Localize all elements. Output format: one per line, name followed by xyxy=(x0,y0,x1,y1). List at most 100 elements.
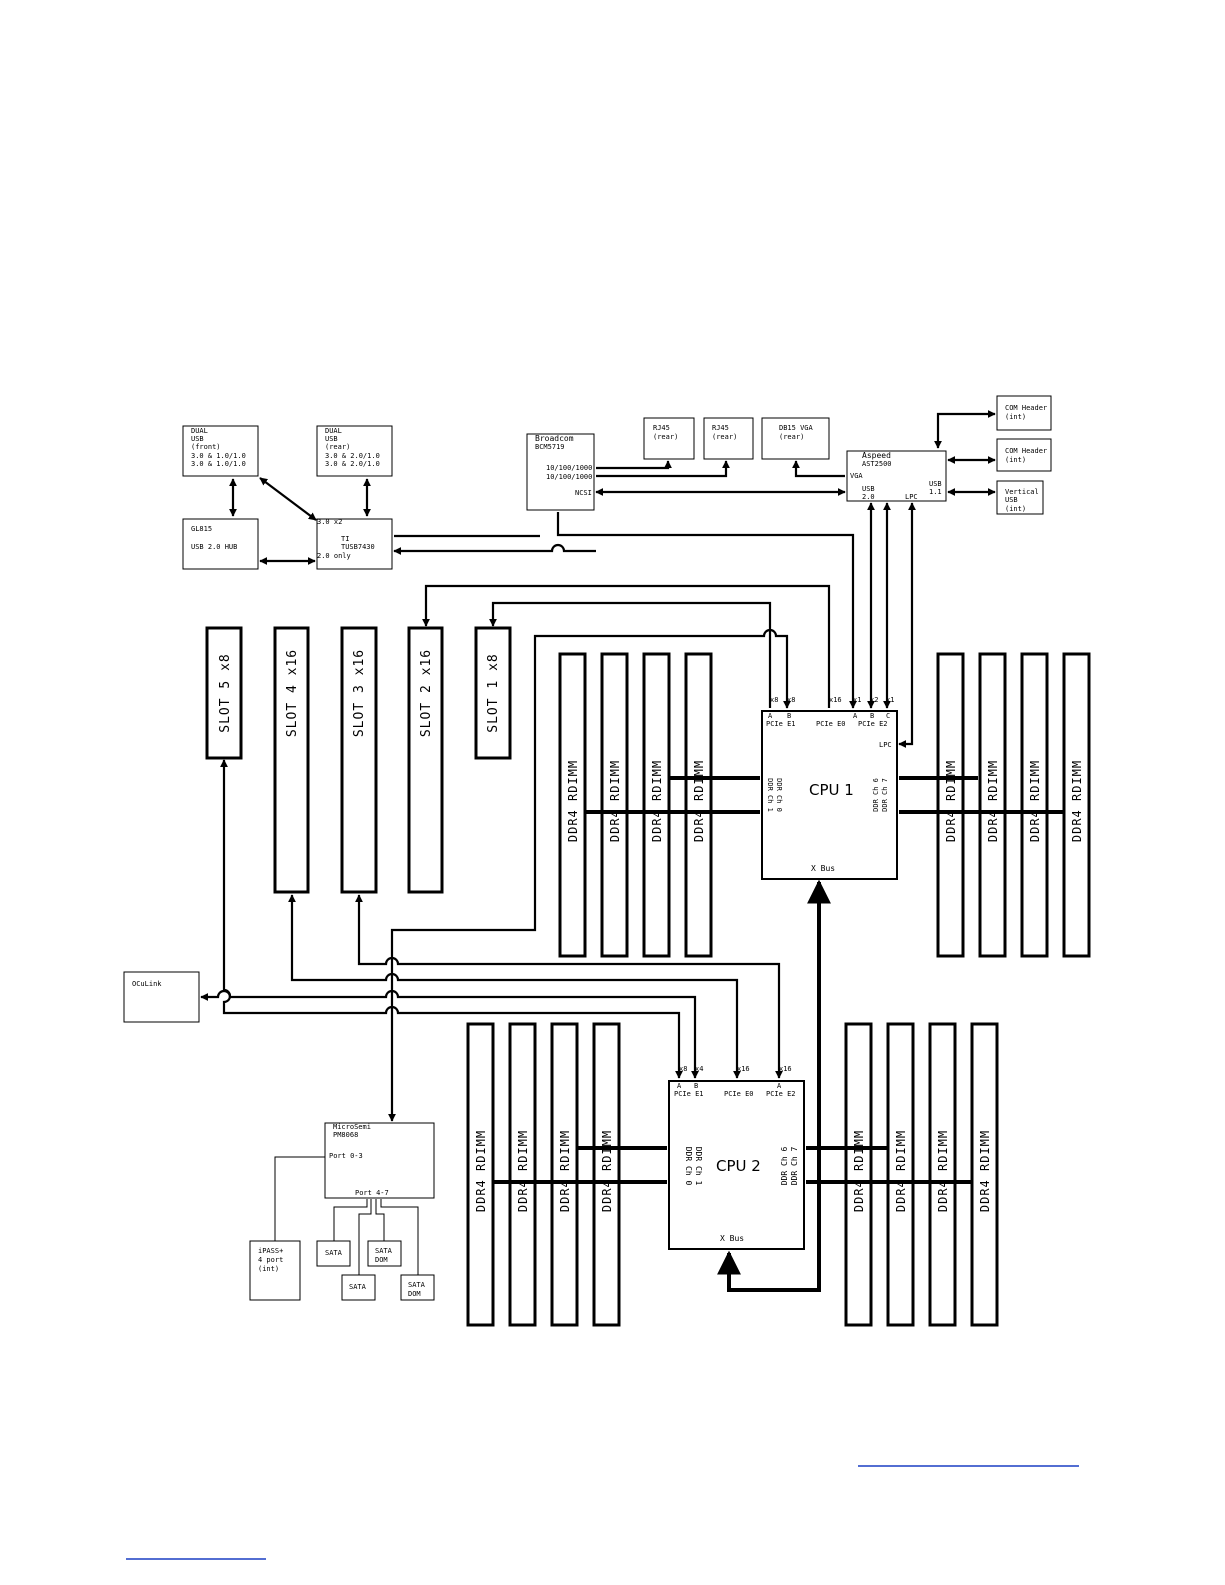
svg-text:Vertical: Vertical xyxy=(1005,488,1039,496)
broadcom-box: Broadcom BCM5719 10/100/1000 10/100/1000… xyxy=(526,433,595,511)
svg-text:TUSB7430: TUSB7430 xyxy=(341,543,375,551)
vertical-usb-box: Vertical USB (int) xyxy=(996,480,1044,515)
svg-text:x16: x16 xyxy=(779,1065,792,1073)
svg-text:(int): (int) xyxy=(1005,413,1026,421)
cpu2-box: CPU 2 x8 x4 x16 x16 A B A PCIe E1 PCIe E… xyxy=(668,1065,805,1250)
svg-text:10/100/1000: 10/100/1000 xyxy=(546,473,592,481)
memory-and-xbus-lines xyxy=(493,776,1063,1292)
ddr4-rdimm-module: DDR4 RDIMM xyxy=(592,1022,621,1327)
dimm-label: DDR4 RDIMM xyxy=(978,1130,992,1212)
svg-text:DOM: DOM xyxy=(375,1256,388,1264)
ddr4-rdimm-module: DDR4 RDIMM xyxy=(978,652,1007,958)
svg-text:(int): (int) xyxy=(1005,505,1026,513)
svg-text:x1: x1 xyxy=(853,696,861,704)
dimm-label: DDR4 RDIMM xyxy=(558,1130,572,1212)
svg-text:X Bus: X Bus xyxy=(720,1234,744,1243)
svg-text:DDR Ch 7: DDR Ch 7 xyxy=(881,778,889,812)
dimm-label: DDR4 RDIMM xyxy=(894,1130,908,1212)
pcie-connection-lines xyxy=(200,584,831,1122)
svg-text:LPC: LPC xyxy=(879,741,892,749)
svg-text:DDR Ch 1: DDR Ch 1 xyxy=(694,1147,703,1186)
svg-text:PM8068: PM8068 xyxy=(333,1131,358,1139)
dimm-label: DDR4 RDIMM xyxy=(986,760,1000,842)
svg-text:USB: USB xyxy=(191,435,204,443)
svg-text:RJ45: RJ45 xyxy=(653,424,670,432)
svg-text:GL815: GL815 xyxy=(191,525,212,533)
svg-text:A: A xyxy=(853,712,858,720)
svg-text:Aspeed: Aspeed xyxy=(862,451,891,460)
dimm-label: DDR4 RDIMM xyxy=(516,1130,530,1212)
svg-text:PCIe E0: PCIe E0 xyxy=(724,1090,754,1098)
svg-text:PCIe E2: PCIe E2 xyxy=(858,720,888,728)
rj45-rear-a-box: RJ45 (rear) xyxy=(643,417,695,460)
ti-tusb7430-box: TI TUSB7430 3.0 x2 2.0 only xyxy=(316,518,393,570)
svg-text:SATA: SATA xyxy=(325,1249,343,1257)
svg-text:3.0 & 1.0/1.0: 3.0 & 1.0/1.0 xyxy=(191,460,246,468)
svg-text:iPASS+: iPASS+ xyxy=(258,1247,283,1255)
svg-text:B: B xyxy=(694,1082,698,1090)
svg-text:SLOT 3 x16: SLOT 3 x16 xyxy=(352,649,367,737)
sata-box-2: SATA xyxy=(341,1274,376,1301)
svg-text:DUAL: DUAL xyxy=(191,427,208,435)
dimm-label: DDR4 RDIMM xyxy=(852,1130,866,1212)
svg-text:(rear): (rear) xyxy=(779,433,804,441)
svg-text:B: B xyxy=(787,712,791,720)
svg-text:2.0 only: 2.0 only xyxy=(317,552,351,560)
svg-text:NCSI: NCSI xyxy=(575,489,592,497)
svg-text:USB: USB xyxy=(862,485,875,493)
svg-text:PCIe E0: PCIe E0 xyxy=(816,720,846,728)
svg-text:(rear): (rear) xyxy=(653,433,678,441)
svg-text:(int): (int) xyxy=(1005,456,1026,464)
svg-text:DDR Ch 6: DDR Ch 6 xyxy=(780,1147,789,1186)
dimm-label: DDR4 RDIMM xyxy=(1070,760,1084,842)
svg-text:DB15 VGA: DB15 VGA xyxy=(779,424,814,432)
svg-text:x8: x8 xyxy=(787,696,795,704)
svg-text:3.0 & 1.0/1.0: 3.0 & 1.0/1.0 xyxy=(191,452,246,460)
oculink-box: OCuLink xyxy=(123,971,200,1023)
svg-text:x16: x16 xyxy=(829,696,842,704)
svg-text:MicroSemi: MicroSemi xyxy=(333,1123,371,1131)
svg-text:(front): (front) xyxy=(191,443,221,451)
svg-text:OCuLink: OCuLink xyxy=(132,980,162,988)
ddr4-rdimm-module: DDR4 RDIMM xyxy=(684,652,713,958)
svg-text:LPC: LPC xyxy=(905,493,918,501)
svg-text:x16: x16 xyxy=(737,1065,750,1073)
sata-dom-box-2: SATA DOM xyxy=(400,1274,435,1301)
svg-text:COM Header: COM Header xyxy=(1005,404,1047,412)
svg-text:DOM: DOM xyxy=(408,1290,421,1298)
svg-text:3.0 & 2.0/1.0: 3.0 & 2.0/1.0 xyxy=(325,452,380,460)
ddr4-rdimm-module: DDR4 RDIMM xyxy=(1020,652,1049,958)
dimm-label: DDR4 RDIMM xyxy=(692,760,706,842)
svg-text:BCM5719: BCM5719 xyxy=(535,443,565,451)
ddr4-rdimm-module: DDR4 RDIMM xyxy=(936,652,965,958)
ddr4-rdimm-module: DDR4 RDIMM xyxy=(1062,652,1091,958)
svg-text:C: C xyxy=(886,712,890,720)
svg-text:AST2500: AST2500 xyxy=(862,460,892,468)
dimm-label: DDR4 RDIMM xyxy=(474,1130,488,1212)
svg-text:x4: x4 xyxy=(695,1065,703,1073)
svg-text:USB 2.0 HUB: USB 2.0 HUB xyxy=(191,543,237,551)
svg-text:SATA: SATA xyxy=(349,1283,367,1291)
dimm-label: DDR4 RDIMM xyxy=(566,760,580,842)
svg-text:10/100/1000: 10/100/1000 xyxy=(546,464,592,472)
svg-text:COM Header: COM Header xyxy=(1005,447,1047,455)
svg-text:SLOT 4 x16: SLOT 4 x16 xyxy=(285,649,300,737)
svg-text:x8: x8 xyxy=(679,1065,687,1073)
ddr4-rdimm-module: DDR4 RDIMM xyxy=(642,652,671,958)
cpu1-box: CPU 1 x8 x8 x16 x1 x2 x1 A B A B C PCIe … xyxy=(761,696,898,880)
aspeed-box: Aspeed AST2500 VGA USB 2.0 LPC USB 1.1 xyxy=(846,450,947,502)
ddr4-rdimm-module: DDR4 RDIMM xyxy=(970,1022,999,1327)
usb-front-box: DUAL USB (front) 3.0 & 1.0/1.0 3.0 & 1.0… xyxy=(182,425,259,477)
svg-text:PCIe E1: PCIe E1 xyxy=(674,1090,704,1098)
usb-rear-box: DUAL USB (rear) 3.0 & 2.0/1.0 3.0 & 2.0/… xyxy=(316,425,393,477)
ddr4-rdimm-module: DDR4 RDIMM xyxy=(600,652,629,958)
svg-text:1.1: 1.1 xyxy=(929,488,942,496)
ddr4-rdimm-module: DDR4 RDIMM xyxy=(550,1022,579,1327)
storage-connection-lines xyxy=(274,1156,419,1275)
svg-text:(int): (int) xyxy=(258,1265,279,1273)
svg-text:(rear): (rear) xyxy=(325,443,350,451)
svg-text:SLOT 5 x8: SLOT 5 x8 xyxy=(218,653,233,732)
svg-text:Port 4-7: Port 4-7 xyxy=(355,1189,389,1197)
svg-text:3.0 x2: 3.0 x2 xyxy=(317,518,342,526)
dimm-label: DDR4 RDIMM xyxy=(1028,760,1042,842)
